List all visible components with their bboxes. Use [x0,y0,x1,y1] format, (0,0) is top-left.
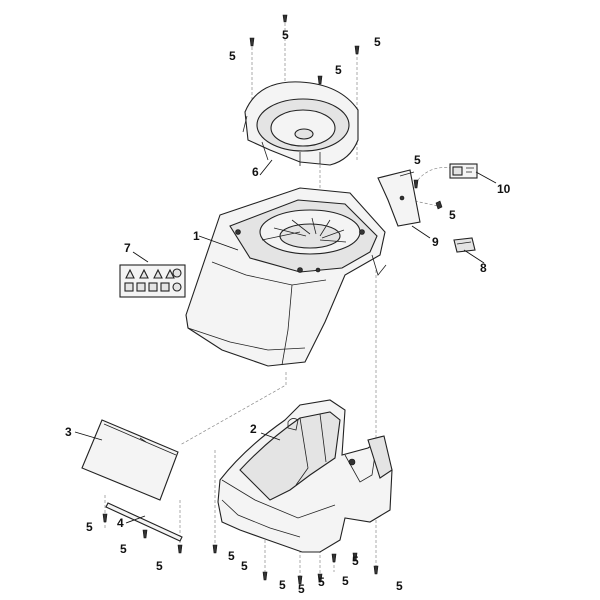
callout-5: 5 [279,578,286,592]
screw-icon [177,544,183,554]
screw-icon [249,37,255,47]
callout-1: 1 [193,229,200,243]
part-4-strip [105,502,183,542]
callout-5: 5 [342,574,349,588]
screw-icon [102,513,108,523]
leader-lines [74,159,497,524]
callout-5: 5 [156,559,163,573]
callout-5: 5 [241,559,248,573]
callout-6: 6 [252,165,259,179]
callout-5: 5 [414,153,421,167]
callout-5: 5 [335,63,342,77]
callout-5: 5 [228,549,235,563]
callout-5: 5 [396,579,403,593]
callout-5: 5 [86,520,93,534]
callout-9: 9 [432,235,439,249]
screws [102,14,443,585]
callout-8: 8 [480,261,487,275]
callouts: 1 2 3 4 6 7 8 9 10 5 5 5 5 5 5 5 5 5 5 5… [65,28,511,596]
screw-icon [373,565,379,575]
screw-icon [331,553,337,563]
screw-icon [317,573,323,583]
part-1-housing [185,187,387,367]
part-3-flap [81,419,179,501]
callout-5: 5 [282,28,289,42]
screw-icon [354,45,360,55]
callout-5: 5 [449,208,456,222]
screw-icon [352,552,358,562]
callout-7: 7 [124,241,131,255]
part-10-decal [449,163,478,179]
screw-icon [212,544,218,554]
callout-10: 10 [497,182,511,196]
callout-2: 2 [250,422,257,436]
callout-5: 5 [229,49,236,63]
part-8-badge [453,237,476,253]
screw-icon [297,575,303,585]
part-2-lower-housing [217,399,393,553]
part-7-warning-label [119,264,186,298]
callout-5: 5 [318,575,325,589]
screw-icon [317,75,323,85]
screw-icon [262,571,268,581]
screw-icon [142,529,148,539]
screw-icon [435,200,443,210]
screw-icon [413,179,419,189]
callout-5: 5 [352,554,359,568]
callout-5: 5 [298,582,305,596]
part-9-plate [377,169,421,227]
callout-4: 4 [117,516,124,530]
part-6-fan-cover [242,81,359,166]
screw-icon [282,14,288,23]
callout-5: 5 [374,35,381,49]
callout-5: 5 [120,542,127,556]
callout-3: 3 [65,425,72,439]
